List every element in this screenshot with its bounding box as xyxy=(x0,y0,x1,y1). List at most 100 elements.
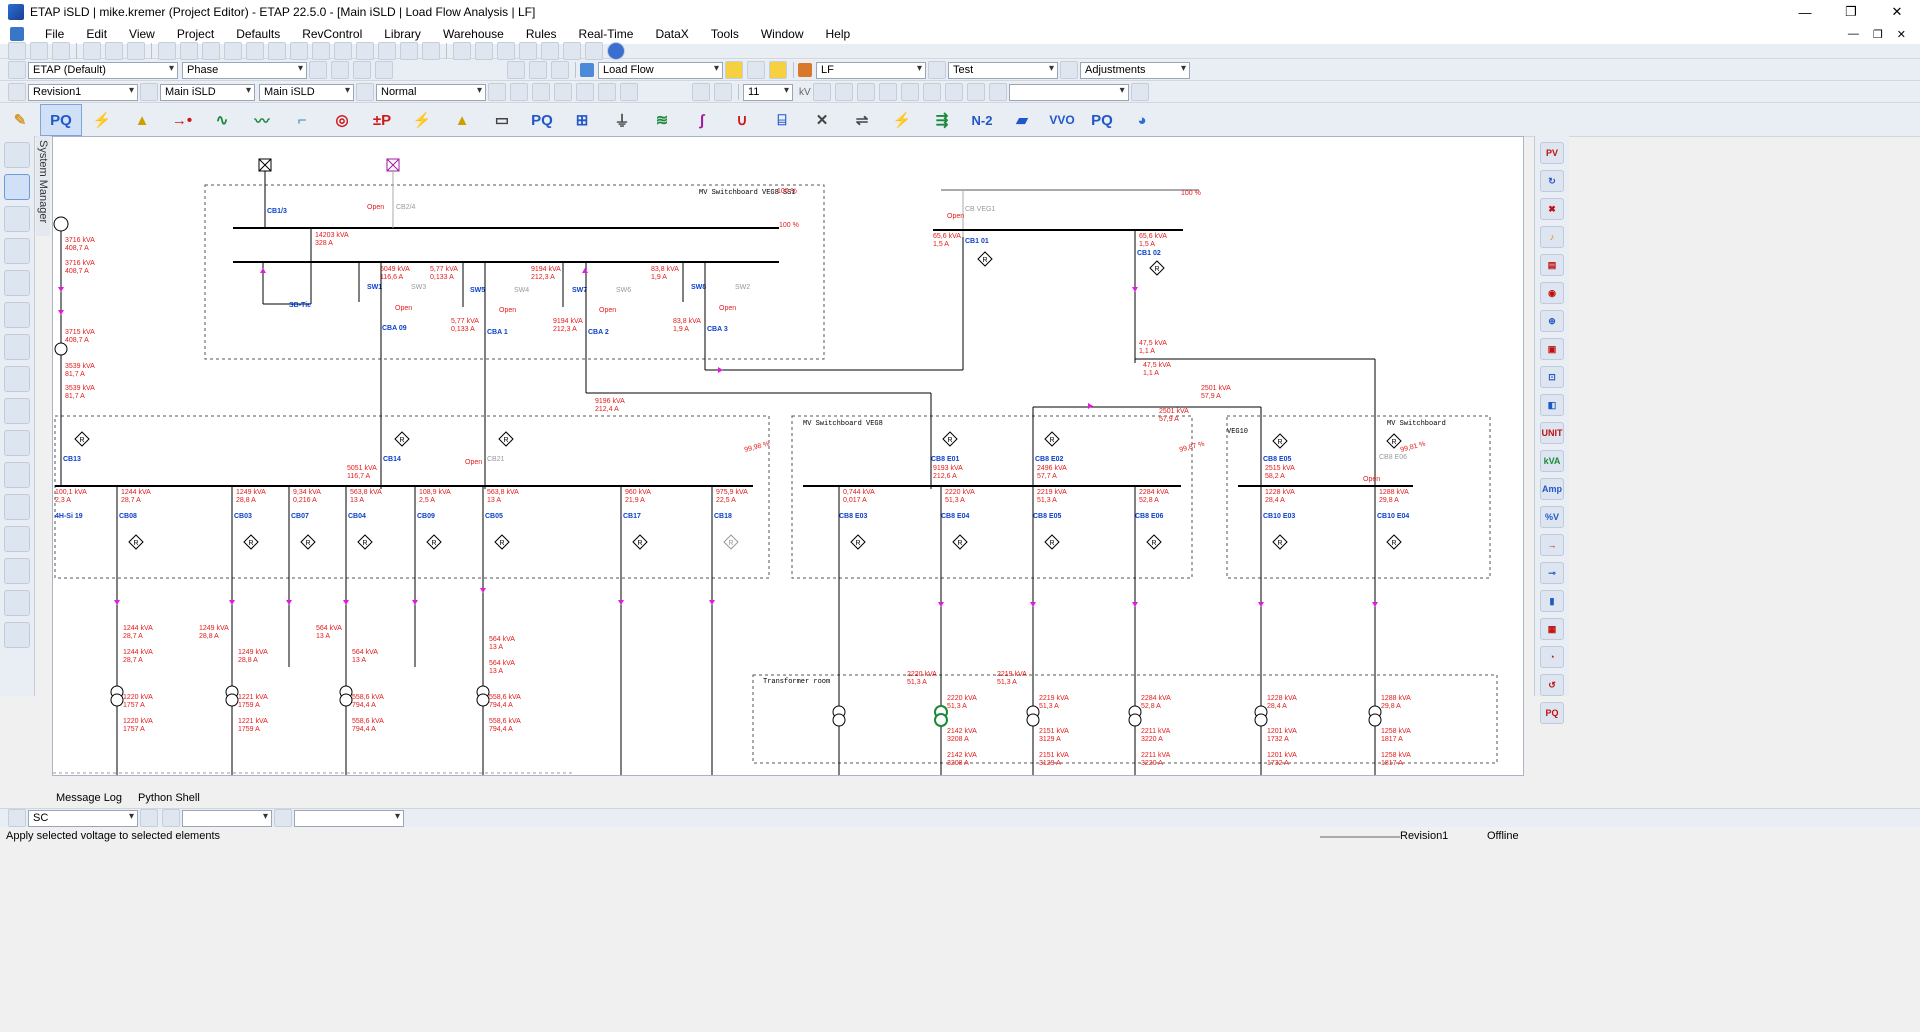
kva-button[interactable]: kVA xyxy=(1540,450,1564,472)
relay-cb18[interactable]: R xyxy=(723,534,739,550)
stop-icon[interactable]: ✖ xyxy=(1540,198,1564,220)
feeder-cb8-e06[interactable]: 2284 kVA 52,8 A CB8 E06 xyxy=(1134,486,1169,775)
font-size-select[interactable]: 11 xyxy=(743,83,793,101)
new-icon[interactable] xyxy=(8,42,26,60)
relay-cb21[interactable]: R xyxy=(498,431,514,447)
pan-icon[interactable] xyxy=(224,42,242,60)
ground-grid-icon[interactable]: ⏚ xyxy=(614,112,630,130)
relay-cb04[interactable]: R xyxy=(357,534,373,550)
menu-project[interactable]: Project xyxy=(176,27,215,41)
view-icon-6[interactable] xyxy=(620,83,638,101)
maximize-button[interactable]: ❐ xyxy=(1845,4,1857,19)
sync-icon[interactable] xyxy=(140,809,158,827)
zoom-result-icon[interactable]: ⊕ xyxy=(1540,310,1564,332)
eraser-icon[interactable] xyxy=(714,83,732,101)
system-manager-tab[interactable]: System Manager xyxy=(36,136,50,236)
line-style-icon[interactable] xyxy=(331,61,349,79)
continuity-check-icon[interactable] xyxy=(400,42,418,60)
breaker-cba-09[interactable]: CBA 09 xyxy=(382,325,407,332)
short-circuit-icon[interactable]: ⚡ xyxy=(92,112,112,129)
mode-select[interactable]: SC xyxy=(28,809,138,827)
breaker-cba-3[interactable]: CBA 3 xyxy=(707,326,728,333)
display-options-icon[interactable] xyxy=(375,61,393,79)
network-select[interactable]: Main iSLD xyxy=(259,83,354,101)
zoom-in-icon[interactable] xyxy=(246,42,264,60)
presentation-icon[interactable] xyxy=(140,83,158,101)
cable-pulling-tool-icon[interactable] xyxy=(4,334,30,360)
relay-cb1-02[interactable]: R xyxy=(1149,260,1165,276)
alert-icon[interactable]: ◔ xyxy=(1540,646,1564,668)
switch-sw1[interactable]: SW1 xyxy=(367,284,382,291)
cable-thermal-icon[interactable]: ⌸ xyxy=(777,111,787,129)
display-6-icon[interactable] xyxy=(944,83,963,101)
unbalanced-icon[interactable]: ⚡ xyxy=(412,112,432,129)
dumpster-icon[interactable] xyxy=(4,366,30,392)
breaker-cb21[interactable]: CB21 xyxy=(487,456,505,463)
feeder-cb04[interactable]: 563,8 kVA 13 A CB04 xyxy=(345,486,382,775)
diagram-green-icon[interactable] xyxy=(4,622,30,648)
menu-help[interactable]: Help xyxy=(825,27,851,41)
zoom-slider[interactable] xyxy=(1320,836,1400,838)
adjustments-select[interactable]: Adjustments xyxy=(1080,61,1190,79)
results-analyzer-icon[interactable]: ◧ xyxy=(1540,394,1564,416)
study-mode-select[interactable]: Load Flow xyxy=(598,61,723,79)
minimize-button[interactable]: — xyxy=(1798,4,1812,20)
breaker-cb8-e01[interactable]: CB8 E01 xyxy=(931,456,960,463)
study-case-select[interactable]: LF xyxy=(816,61,926,79)
xfmr-cb04[interactable]: 564 kVA 13 A 564 kVA 13 A 558,6 kVA 794,… xyxy=(316,625,384,733)
pvq-icon[interactable]: PQ xyxy=(1091,111,1113,129)
print-preview-icon[interactable] xyxy=(105,42,123,60)
menu-revcontrol[interactable]: RevControl xyxy=(302,27,363,41)
control-circuit-icon[interactable] xyxy=(4,270,30,296)
dc-arc-icon[interactable]: ▲ xyxy=(454,111,470,129)
relay-cb8-e01[interactable]: R xyxy=(942,431,958,447)
sequence-icon[interactable]: ⇶ xyxy=(935,112,949,129)
slider-icon[interactable]: ⊸ xyxy=(1540,562,1564,584)
relay-cb10-e03[interactable]: R xyxy=(1272,534,1288,550)
hierarchy-icon[interactable] xyxy=(4,142,30,168)
menu-tools[interactable]: Tools xyxy=(710,27,739,41)
menu-view[interactable]: View xyxy=(129,27,155,41)
flow-display-icon[interactable]: ▦ xyxy=(1540,618,1564,640)
xfmr-e10-03[interactable]: 1228 kVA 28,4 A 1201 kVA 1732 A 1201 kVA… xyxy=(1254,695,1297,767)
text-box-icon[interactable] xyxy=(475,42,493,60)
breaker-sb-tie[interactable]: SB-Tie xyxy=(289,302,311,309)
feeder-cb03[interactable]: 1249 kVA 28,8 A CB03 xyxy=(231,486,266,775)
config-select[interactable]: Test xyxy=(948,61,1058,79)
phase-select[interactable]: Phase xyxy=(182,61,307,79)
power-calc-icon[interactable] xyxy=(519,42,537,60)
view-icon-1[interactable] xyxy=(488,83,506,101)
relay-cb8-e02[interactable]: R xyxy=(1044,431,1060,447)
ground-grid-tool-icon[interactable] xyxy=(4,302,30,328)
display-1-icon[interactable] xyxy=(834,83,853,101)
relay-cb8-e03[interactable]: R xyxy=(850,534,866,550)
refresh-display-icon[interactable]: ↻ xyxy=(1540,170,1564,192)
menu-defaults[interactable]: Defaults xyxy=(236,27,281,41)
pencil-tool-icon[interactable]: ✎ xyxy=(13,112,27,129)
fault-icon[interactable]: ⚡ xyxy=(892,112,912,129)
relay-cb17[interactable]: R xyxy=(632,534,648,550)
feeder-cb05[interactable]: 563,8 kVA 13 A CB05 xyxy=(482,486,519,775)
close-button[interactable]: ✕ xyxy=(1891,4,1903,19)
gis-map-icon[interactable] xyxy=(4,430,30,456)
breaker-cb10-e02[interactable]: CB8 E05 xyxy=(1263,456,1292,463)
percent-v-button[interactable]: %V xyxy=(1540,506,1564,528)
grid-icon[interactable] xyxy=(378,42,396,60)
search-icon[interactable] xyxy=(563,42,581,60)
panel-icon[interactable]: ⊞ xyxy=(575,112,589,129)
bottom-select-2[interactable] xyxy=(294,809,404,827)
xfmr-e06[interactable]: 2284 kVA 52,8 A 2211 kVA 3220 A 2211 kVA… xyxy=(1128,695,1171,767)
relay-cb09[interactable]: R xyxy=(426,534,442,550)
xfmr-cb05[interactable]: 564 kVA 13 A 564 kVA 13 A 558,6 kVA 794,… xyxy=(476,636,521,733)
battery-display-icon[interactable]: ▮ xyxy=(1540,590,1564,612)
arrow-down-icon-2[interactable] xyxy=(1130,83,1149,101)
batch-print-icon[interactable] xyxy=(127,42,145,60)
switch-sw2[interactable]: SW2 xyxy=(735,284,750,291)
battery-icon[interactable]: ▭ xyxy=(494,112,510,129)
n2-button[interactable]: N-2 xyxy=(971,112,993,128)
breaker-cb1-02[interactable]: CB1 02 xyxy=(1137,250,1161,257)
breaker-cba-1[interactable]: CBA 1 xyxy=(487,329,508,336)
sld-tool-icon[interactable] xyxy=(4,398,30,424)
breaker-cb-veg1[interactable]: CB VEG1 xyxy=(965,206,995,213)
distribution-pq-icon[interactable]: PQ xyxy=(531,111,553,129)
